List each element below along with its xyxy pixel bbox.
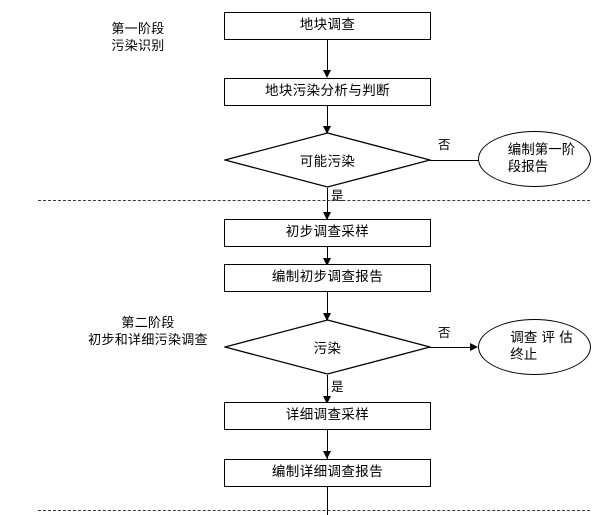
diamond-shape (224, 319, 431, 375)
connector-detailed-sampling-to-report (327, 430, 328, 460)
edge-label-pollution-yes: 是 (331, 379, 344, 394)
phase-divider-one (38, 200, 590, 201)
arrowhead-to-survey-terminated (470, 342, 478, 351)
node-preliminary-sampling[interactable]: 初步调查采样 (224, 219, 431, 247)
node-possible-pollution[interactable]: 可能污染 (224, 132, 431, 188)
connector-analysis-to-possible-pollution (327, 106, 328, 136)
arrowhead-to-pollution (322, 313, 331, 321)
edge-label-possible-pollution-yes: 是 (331, 188, 344, 203)
connector-detailed-report-to-next-phase (327, 487, 328, 515)
arrowhead-to-possible-pollution (322, 126, 331, 134)
edge-label-pollution-no: 否 (438, 325, 451, 340)
node-pollution[interactable]: 污染 (224, 319, 431, 375)
node-detailed-report[interactable]: 编制详细调查报告 (224, 459, 431, 487)
node-detailed-sampling[interactable]: 详细调查采样 (224, 402, 431, 430)
node-possible-pollution-label: 可能污染 (299, 154, 356, 170)
arrowhead-to-detailed-sampling (322, 396, 331, 404)
connector-possible-pollution-no (430, 160, 483, 161)
arrowhead-to-detailed-report (322, 451, 331, 459)
phase-label-one: 第一阶段 污染识别 (111, 22, 165, 54)
node-survey-terminated[interactable]: 调查 评 估 终止 (478, 319, 591, 375)
connector-pollution-yes (327, 375, 328, 403)
phase-label-two: 第二阶段 初步和详细污染调查 (88, 316, 208, 348)
arrowhead-to-analysis (322, 70, 331, 78)
node-preliminary-report[interactable]: 编制初步调查报告 (224, 264, 431, 292)
node-pollution-label: 污染 (313, 341, 342, 357)
connector-pollution-no (430, 347, 473, 348)
node-site-survey[interactable]: 地块调查 (224, 12, 431, 40)
connector-preliminary-report-to-pollution (327, 292, 328, 322)
phase-divider-two (38, 510, 590, 511)
arrowhead-to-preliminary-sampling (322, 212, 331, 220)
connector-site-survey-to-analysis (327, 40, 328, 72)
diamond-shape (224, 132, 431, 188)
edge-label-possible-pollution-no: 否 (438, 137, 451, 152)
connector-preliminary-sampling-to-report (327, 247, 328, 265)
node-pollution-analysis[interactable]: 地块污染分析与判断 (224, 78, 431, 106)
node-phase-one-report[interactable]: 编制第一阶 段报告 (478, 131, 591, 187)
arrowhead-to-preliminary-report (322, 258, 331, 266)
connector-possible-pollution-yes (327, 188, 328, 221)
